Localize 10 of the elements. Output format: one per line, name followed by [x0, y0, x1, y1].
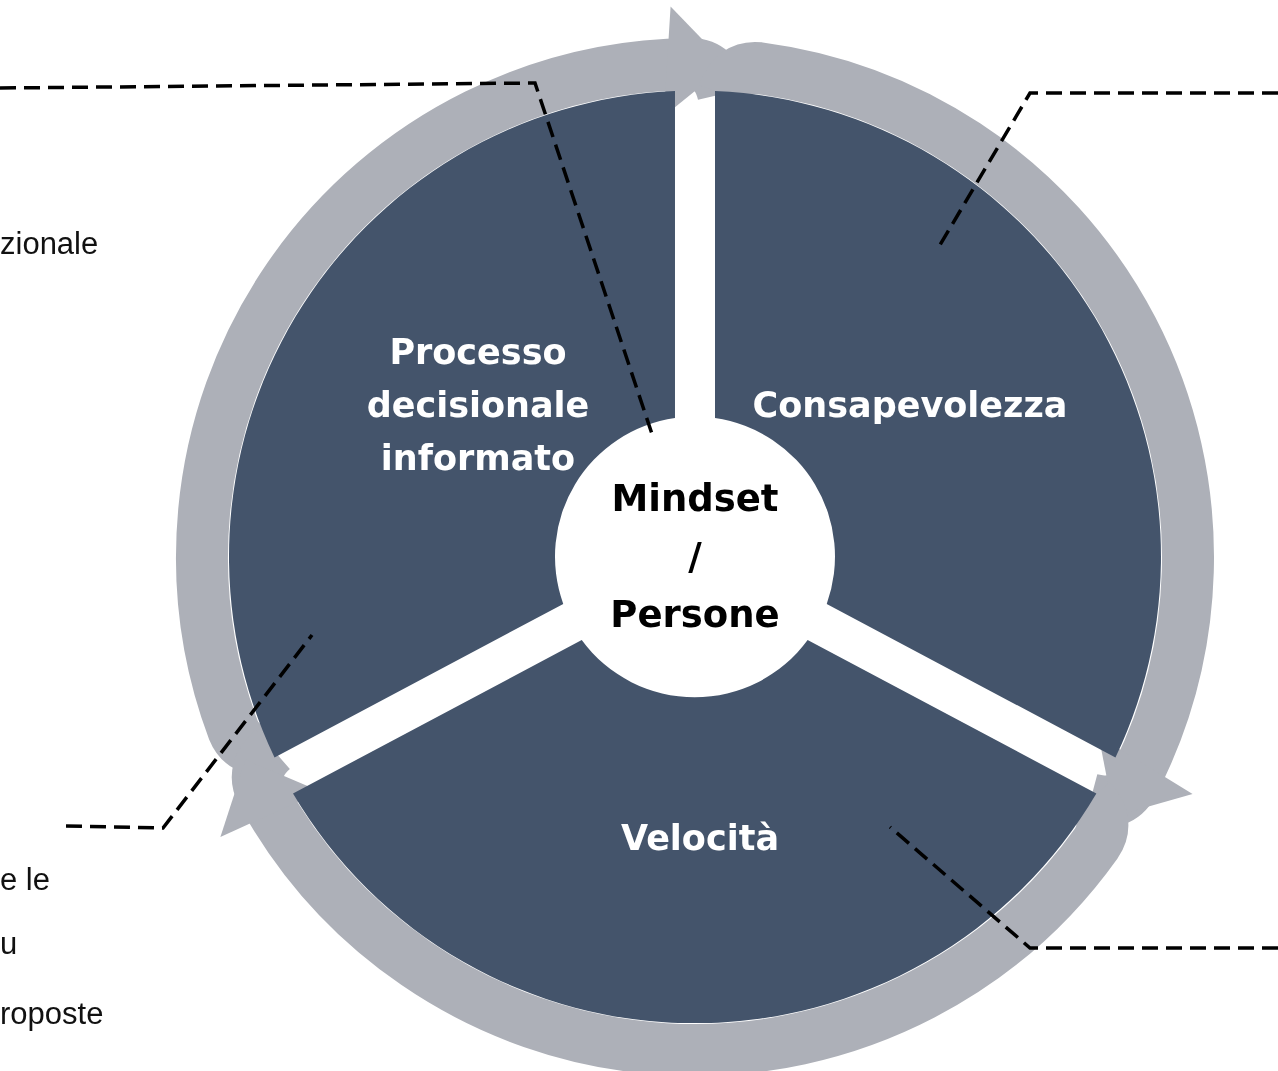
center-label: Mindset / Persone	[610, 476, 780, 638]
sector-label: Velocità	[620, 816, 779, 860]
note-text: u	[0, 926, 18, 962]
note-text: zionale	[0, 226, 99, 262]
leader-line	[888, 825, 1278, 950]
sector-label: Processo decisionale informato	[365, 330, 591, 480]
sector-label: Consapevolezza	[752, 383, 1068, 427]
leader-line	[65, 633, 314, 830]
note-text: roposte	[0, 996, 104, 1032]
note-text: e le	[0, 862, 50, 898]
